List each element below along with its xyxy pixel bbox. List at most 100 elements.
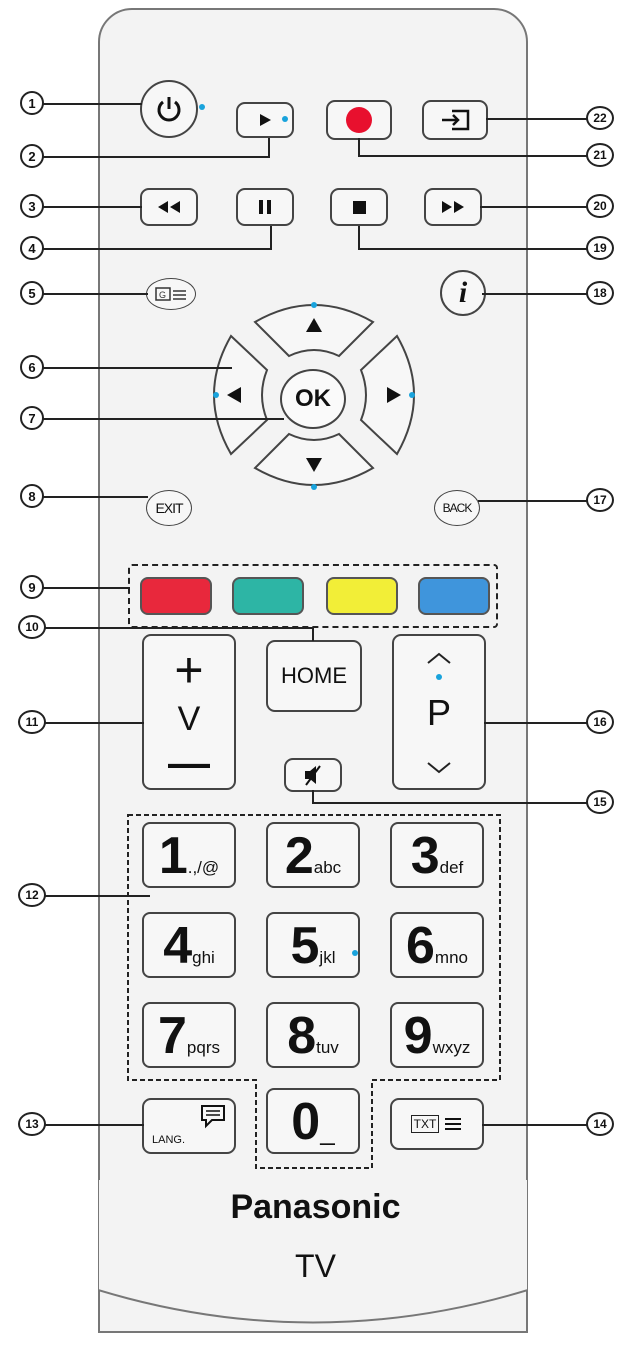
- letters-3: def: [439, 858, 464, 877]
- letters-0: _: [320, 1116, 335, 1146]
- source-button[interactable]: [422, 100, 488, 140]
- digit-5-dot: [352, 950, 358, 956]
- leader-line-3: [36, 206, 142, 208]
- power-button[interactable]: [140, 80, 198, 138]
- red-key[interactable]: [140, 577, 212, 615]
- home-button[interactable]: HOME: [266, 640, 362, 712]
- callout-17: 17: [586, 488, 614, 512]
- chevron-down-icon: [427, 762, 451, 774]
- back-label: BACK: [442, 501, 473, 515]
- home-label: HOME: [281, 663, 347, 688]
- callout-16: 16: [586, 710, 614, 734]
- green-key[interactable]: [232, 577, 304, 615]
- callout-1: 1: [20, 91, 44, 115]
- teletext-label: TXT: [410, 1115, 440, 1133]
- callout-12: 12: [18, 883, 46, 907]
- yellow-key[interactable]: [326, 577, 398, 615]
- power-icon: [157, 97, 181, 122]
- leader-line-5: [36, 293, 148, 295]
- digit-7: 7: [158, 1007, 187, 1065]
- blue-key[interactable]: [418, 577, 490, 615]
- volume-label: V: [177, 699, 201, 738]
- leader-line-16: [484, 722, 598, 724]
- digit-0: 0: [291, 1093, 320, 1151]
- callout-21: 21: [586, 143, 614, 167]
- digit-0-button[interactable]: 0_: [266, 1088, 360, 1154]
- language-button[interactable]: LANG.: [142, 1098, 236, 1154]
- stop-button[interactable]: [330, 188, 388, 226]
- stop-icon: [352, 200, 366, 214]
- info-button[interactable]: i: [440, 270, 486, 316]
- rewind-icon: [158, 201, 180, 213]
- callout-8: 8: [20, 484, 44, 508]
- svg-text:G: G: [159, 290, 166, 300]
- teletext-button[interactable]: TXT: [390, 1098, 484, 1150]
- leader-line-21-v: [358, 138, 360, 155]
- callout-9: 9: [20, 575, 44, 599]
- pause-button[interactable]: [236, 188, 294, 226]
- back-button[interactable]: BACK: [434, 490, 480, 526]
- callout-3: 3: [20, 194, 44, 218]
- leader-line-21: [358, 155, 598, 157]
- callout-10: 10: [18, 615, 46, 639]
- record-button[interactable]: [326, 100, 392, 140]
- leader-line-14: [482, 1124, 598, 1126]
- leader-line-18: [482, 293, 598, 295]
- leader-line-10-v: [312, 627, 314, 641]
- nav-left-dot: [213, 392, 219, 398]
- record-icon: [346, 107, 372, 133]
- callout-18: 18: [586, 281, 614, 305]
- leader-line-17: [478, 500, 598, 502]
- leader-line-7: [36, 418, 284, 420]
- remote-bottom-curve: [98, 1180, 528, 1324]
- pause-icon: [259, 200, 271, 214]
- arrow-up-icon: [306, 318, 322, 332]
- brand-sub: TV: [295, 1248, 336, 1284]
- arrow-right-icon: [387, 387, 401, 403]
- letters-9: wxyz: [432, 1038, 471, 1057]
- letters-8: tuv: [316, 1038, 339, 1057]
- callout-11: 11: [18, 710, 46, 734]
- digit-1-button[interactable]: 1.,/@: [142, 822, 236, 888]
- volume-rocker[interactable]: + V —: [142, 634, 236, 790]
- leader-line-8: [36, 496, 148, 498]
- callout-22: 22: [586, 106, 614, 130]
- program-rocker[interactable]: P: [392, 634, 486, 790]
- letters-7: pqrs: [186, 1038, 220, 1057]
- fast-forward-button[interactable]: [424, 188, 482, 226]
- digit-3: 3: [410, 827, 440, 885]
- guide-button[interactable]: G: [146, 278, 196, 310]
- exit-button[interactable]: EXIT: [146, 490, 192, 526]
- letters-1: .,/@: [187, 858, 220, 877]
- digit-4: 4: [163, 917, 192, 975]
- callout-19: 19: [586, 236, 614, 260]
- letters-4: ghi: [192, 948, 215, 967]
- letters-6: mno: [434, 948, 468, 967]
- teletext-lines-icon: [445, 1118, 462, 1130]
- digit-6: 6: [406, 917, 435, 975]
- digit-8: 8: [287, 1007, 316, 1065]
- callout-5: 5: [20, 281, 44, 305]
- rewind-button[interactable]: [140, 188, 198, 226]
- leader-line-15-v: [312, 790, 314, 802]
- leader-line-13: [36, 1124, 144, 1126]
- callout-2: 2: [20, 144, 44, 168]
- digit-1: 1: [158, 827, 188, 885]
- leader-line-6: [36, 367, 232, 369]
- digit-5: 5: [290, 917, 320, 975]
- mute-icon: [305, 765, 321, 786]
- leader-line-11: [36, 722, 144, 724]
- ok-button[interactable]: OK: [280, 369, 346, 429]
- volume-up-label: +: [174, 642, 204, 698]
- language-label: LANG.: [152, 1134, 186, 1146]
